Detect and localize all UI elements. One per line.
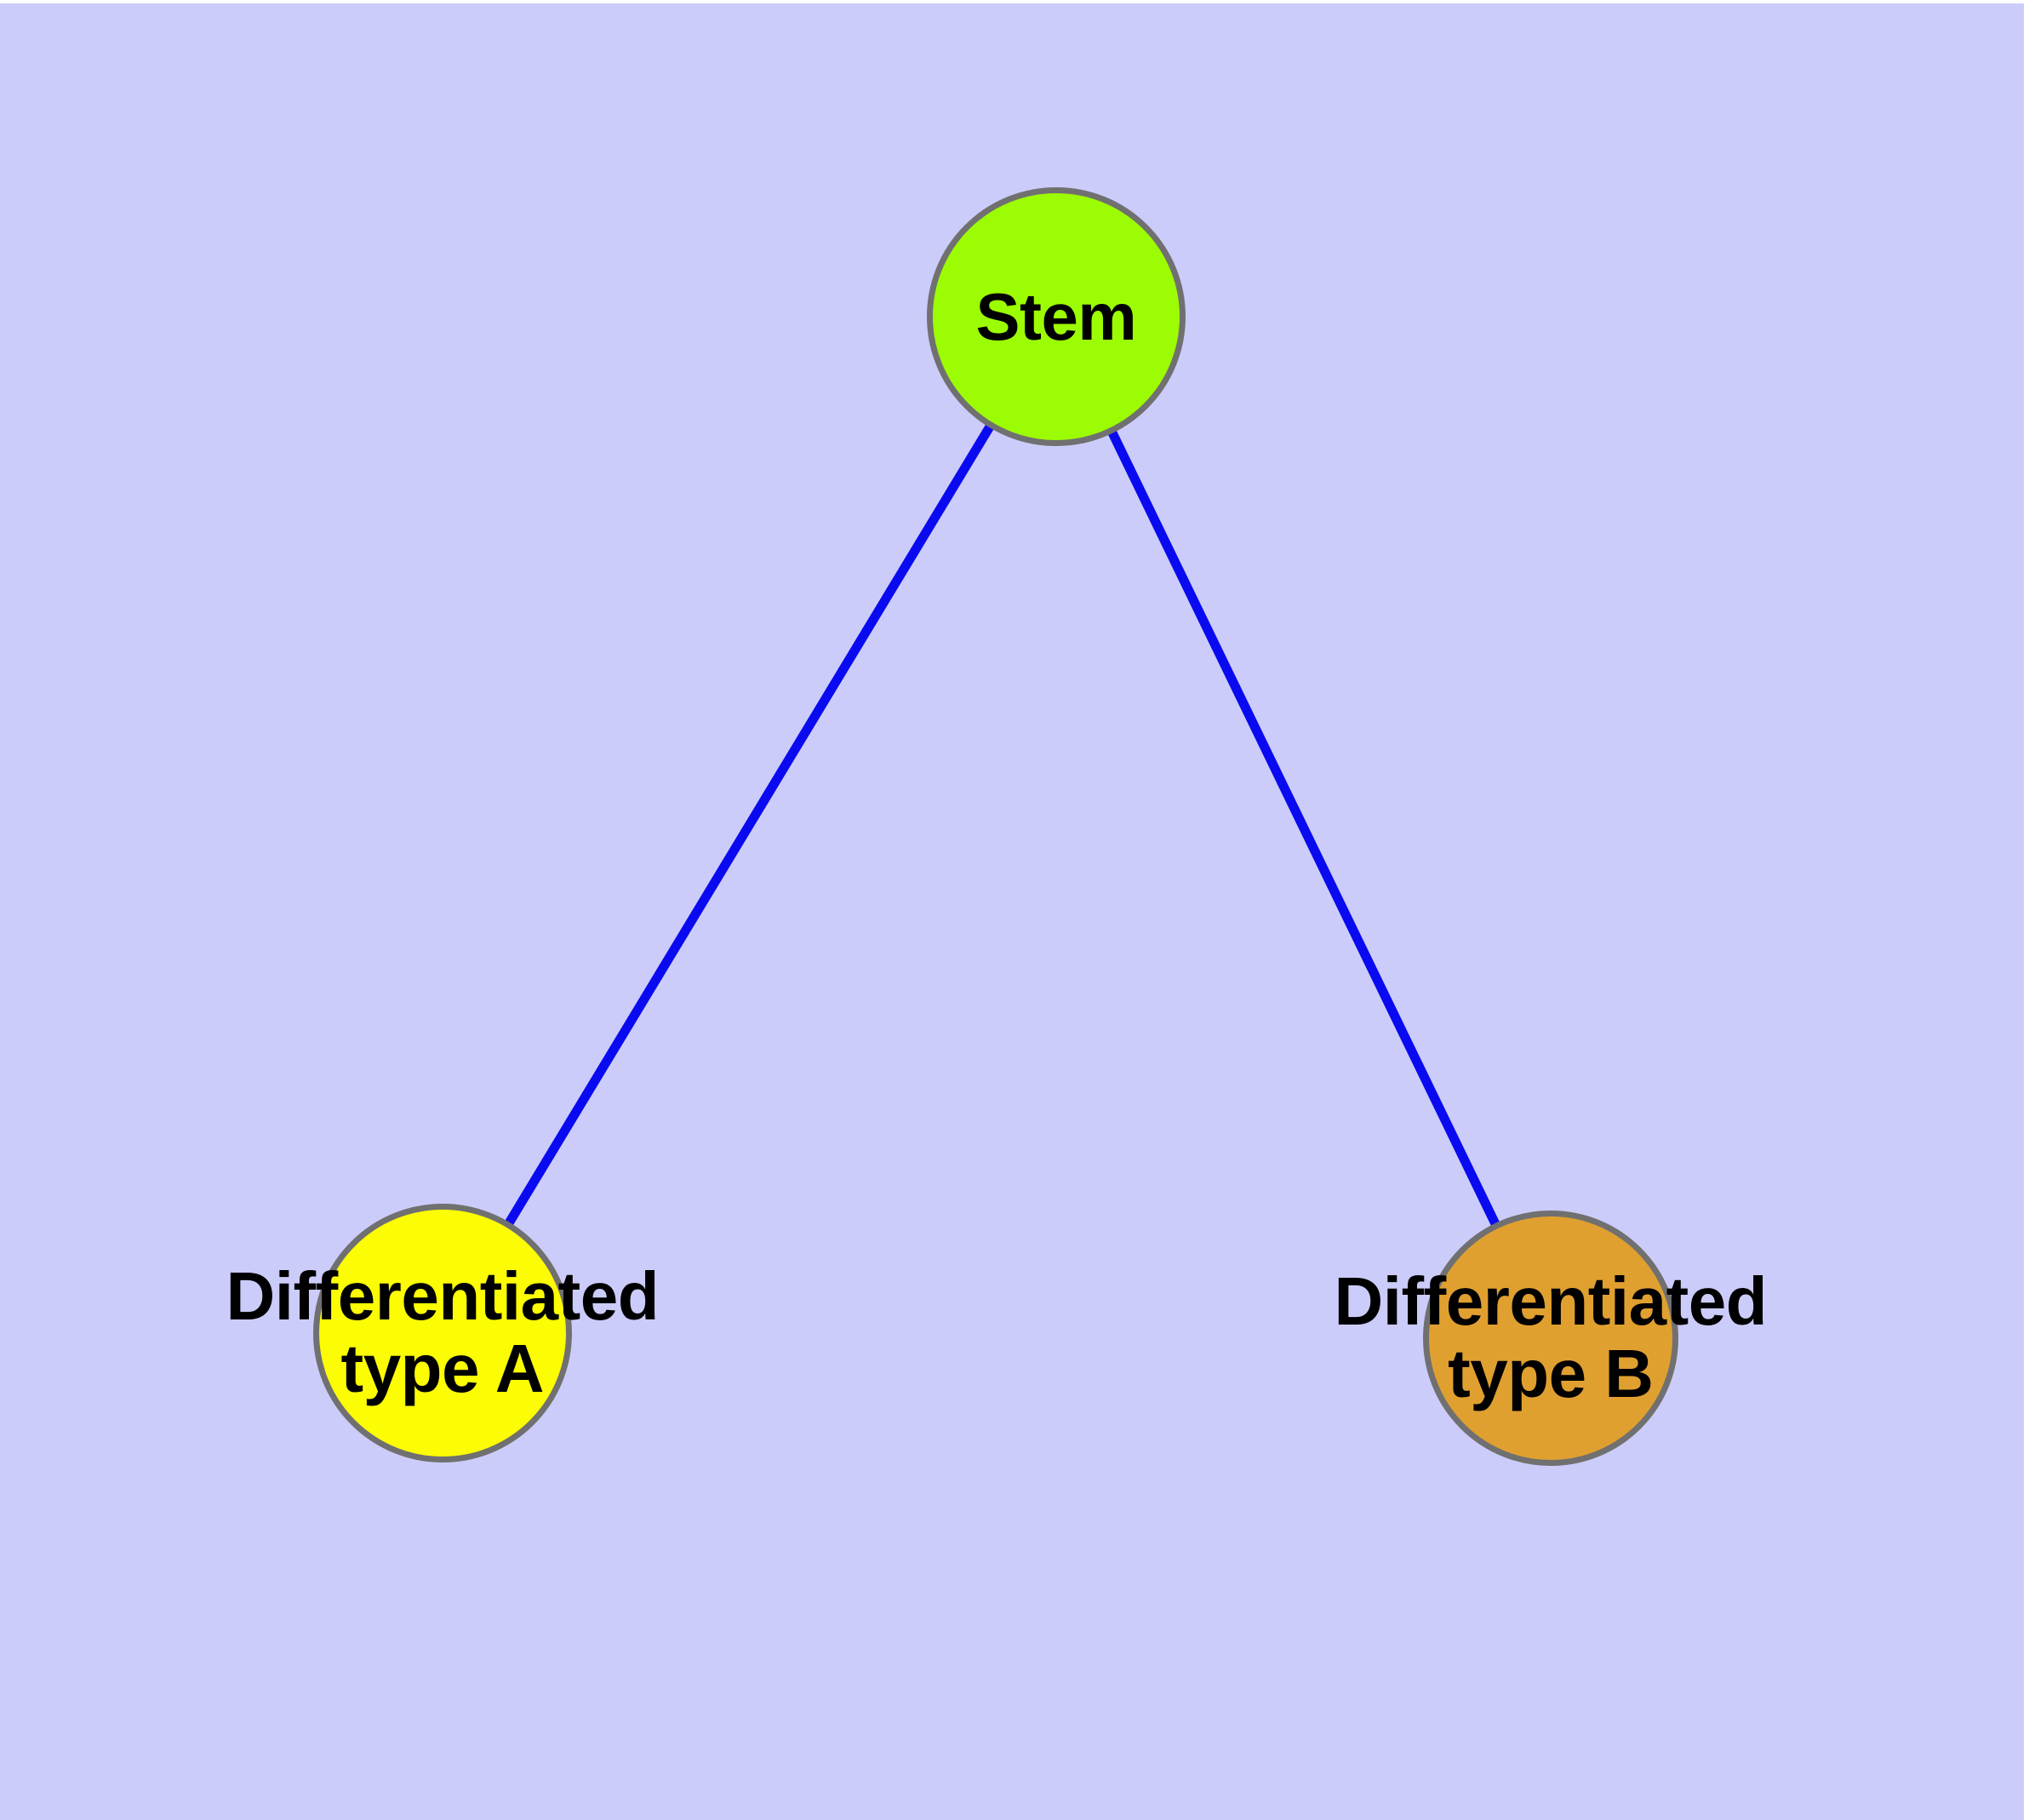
graph-edge-stem-diff_a: [503, 421, 996, 1228]
graph-edge-stem-diff_b: [1106, 427, 1501, 1228]
graph-node-stem[interactable]: [927, 187, 1186, 446]
graph-node-diff_a[interactable]: [313, 1204, 572, 1462]
graph-node-diff_b[interactable]: [1423, 1210, 1678, 1466]
edge-layer: [503, 421, 1501, 1228]
node-layer: [313, 187, 1678, 1466]
